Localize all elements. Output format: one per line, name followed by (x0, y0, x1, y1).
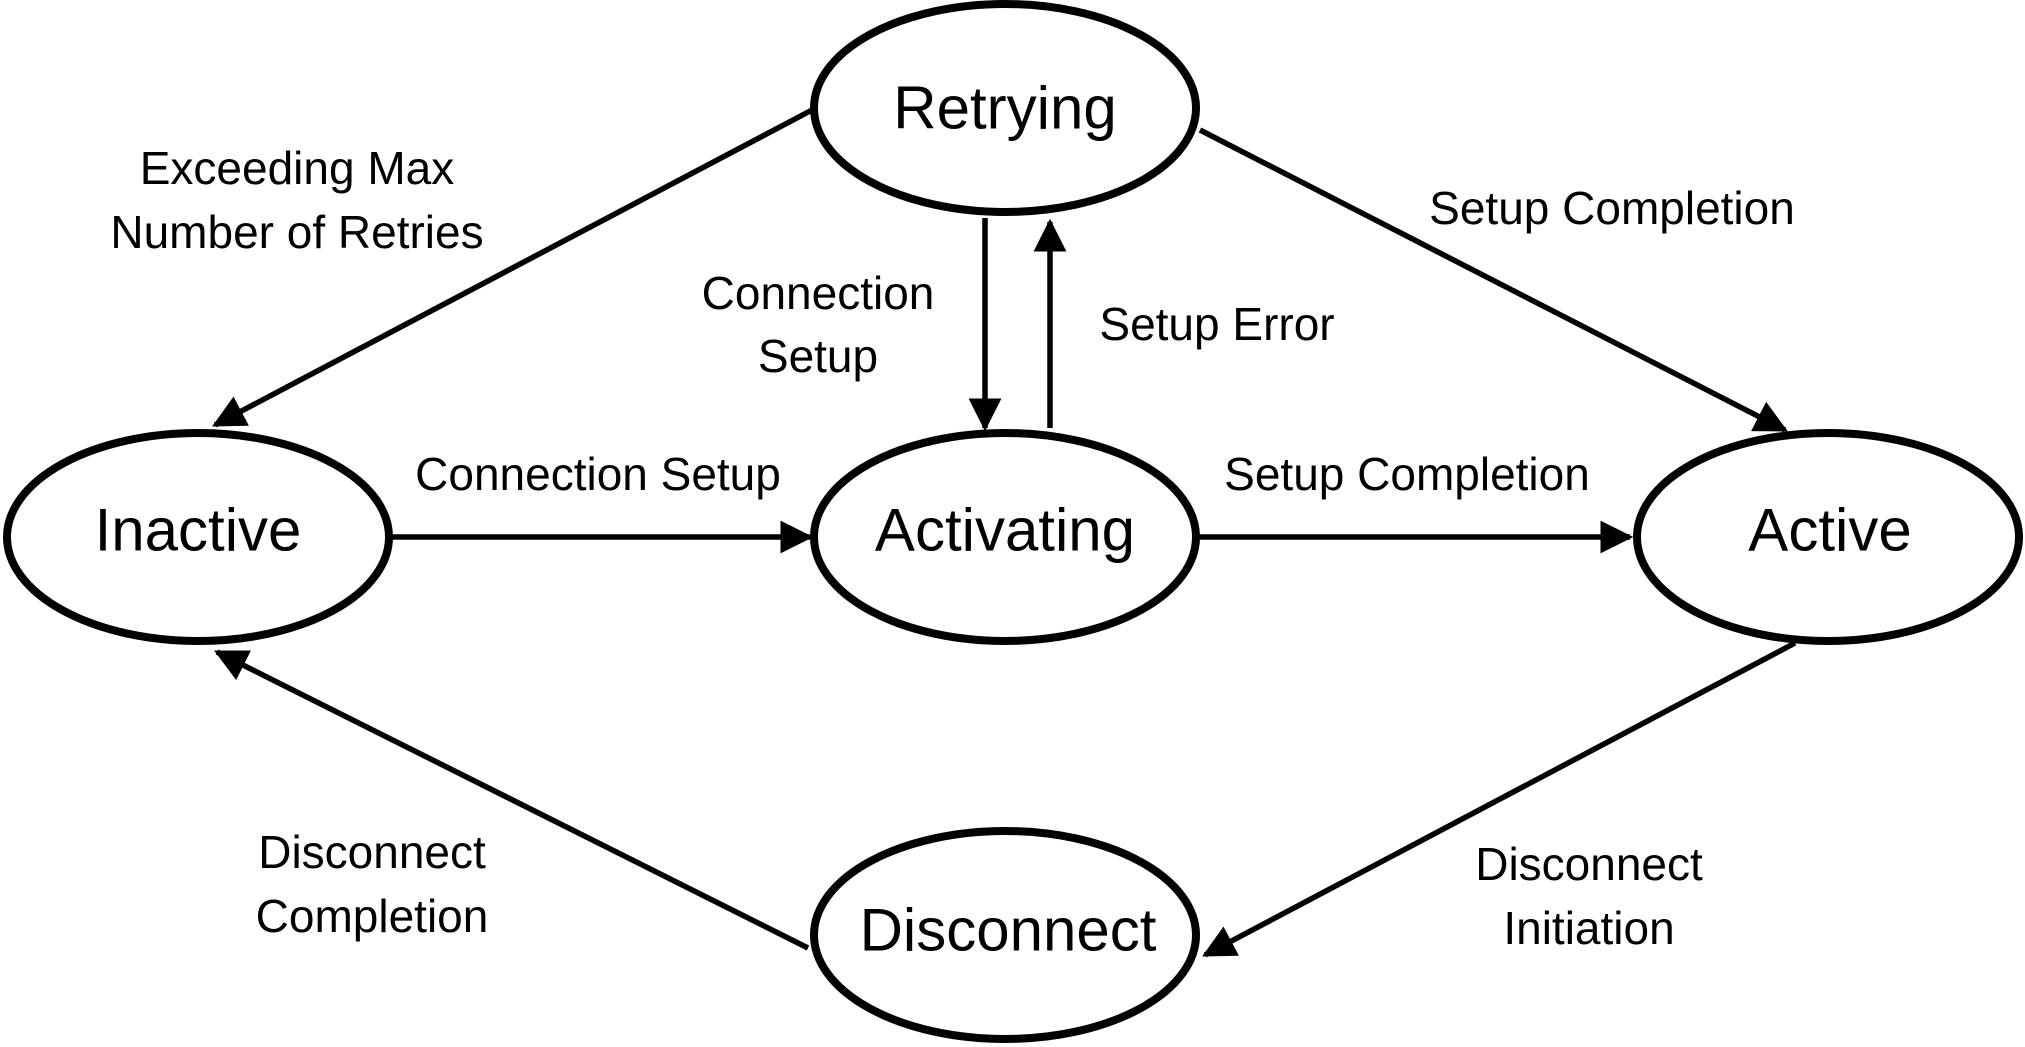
state-retrying-shape (810, 0, 1200, 216)
transition-edges (212, 107, 1797, 958)
state-retrying-label: Retrying (893, 75, 1116, 142)
edge-active-to-disconnect (1202, 640, 1797, 958)
state-inactive-label: Inactive (95, 497, 302, 564)
edge-retrying-to-active (1198, 127, 1788, 433)
label-retrying-to-activating-line1: Connection (702, 267, 935, 319)
state-retrying: Retrying (810, 0, 1200, 216)
label-retrying-to-active: Setup Completion (1429, 182, 1795, 234)
label-inactive-to-activating: Connection Setup (415, 448, 781, 500)
label-retrying-to-activating-line2: Setup (758, 330, 878, 382)
edge-retrying-to-inactive (212, 107, 814, 428)
state-disconnect: Disconnect (810, 827, 1200, 1043)
state-activating-label: Activating (875, 497, 1135, 564)
state-activating: Activating (810, 429, 1200, 645)
state-inactive-shape (3, 429, 393, 645)
edge-disconnect-to-inactive (214, 649, 810, 951)
label-activating-to-retrying: Setup Error (1099, 298, 1334, 350)
state-activating-shape (810, 429, 1200, 645)
state-disconnect-label: Disconnect (860, 897, 1157, 964)
state-active-label: Active (1748, 497, 1911, 564)
transition-labels: Exceeding Max Number of Retries Connecti… (110, 142, 1794, 954)
label-activating-to-active: Setup Completion (1224, 448, 1590, 500)
state-active: Active (1633, 429, 2023, 645)
label-active-to-disconnect-line2: Initiation (1503, 902, 1674, 954)
state-disconnect-shape (810, 827, 1200, 1043)
state-active-shape (1633, 429, 2023, 645)
label-disconnect-to-inactive-line1: Disconnect (258, 826, 486, 878)
state-inactive: Inactive (3, 429, 393, 645)
label-active-to-disconnect-line1: Disconnect (1475, 838, 1703, 890)
label-retrying-to-inactive-line1: Exceeding Max (140, 142, 455, 194)
label-retrying-to-inactive-line2: Number of Retries (110, 206, 483, 258)
label-disconnect-to-inactive-line2: Completion (256, 890, 489, 942)
